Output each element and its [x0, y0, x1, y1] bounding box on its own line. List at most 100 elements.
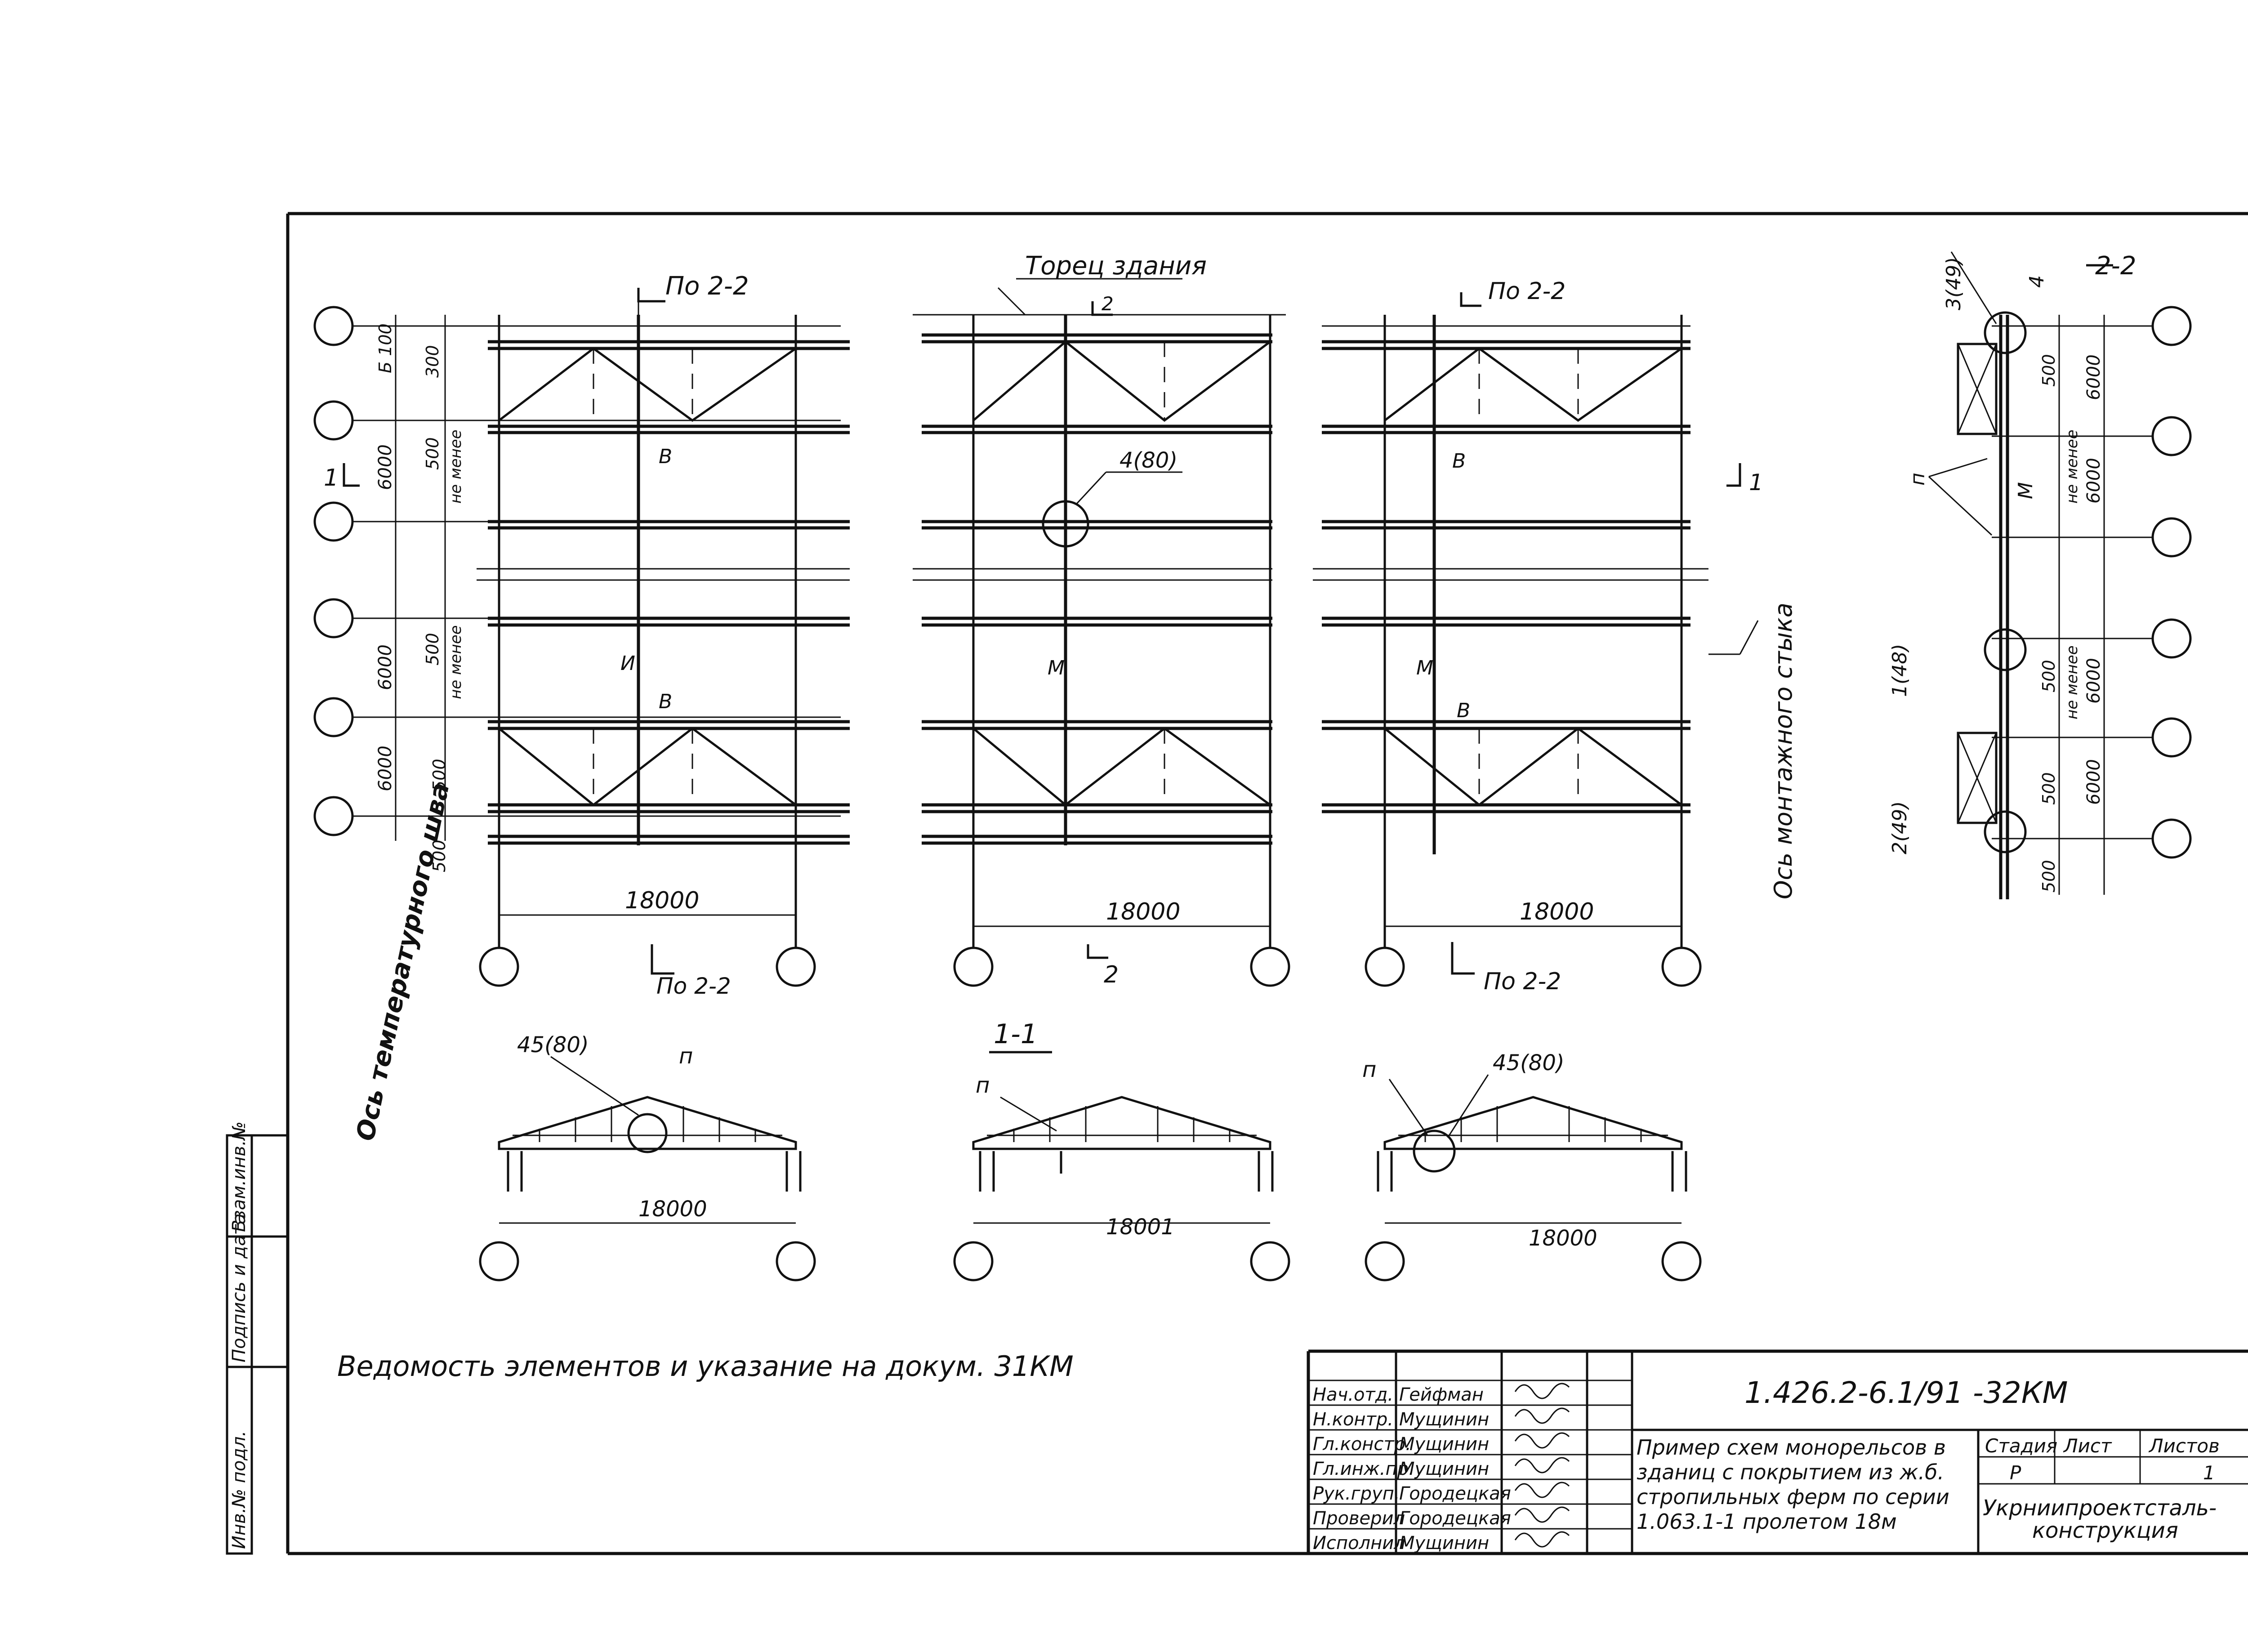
title-block: [1307, 1349, 2248, 1554]
axis-temperature-label: Ось температурного шва: [351, 780, 455, 1143]
plan-3: [1313, 292, 1759, 987]
plan1-dim-3: 6000: [375, 444, 396, 490]
signatures: [1514, 1383, 1570, 1548]
hdr-stage: Стадия: [1985, 1435, 2057, 1457]
doc-code: 1.426.2-6.1/91 -32КМ: [1744, 1375, 2068, 1410]
plan1-dim-11: 500: [429, 839, 449, 872]
elev2-title: 1-1: [994, 1018, 1038, 1050]
plan1-dim-9: 6000: [375, 746, 396, 791]
elev1-callout: 45(80): [517, 1032, 589, 1058]
plan3-beam-b1: В: [1452, 450, 1466, 473]
section22-dim-8: 500: [2039, 772, 2059, 805]
axis-bubble: [2151, 306, 2192, 346]
section22-lbl-6: 2(49): [1888, 801, 1911, 854]
axis-bubble: [953, 947, 994, 987]
strip-text-3: Взам.инв.№: [229, 1121, 250, 1232]
axis-bubble: [479, 947, 519, 987]
org-line-1: Укрниипроектсталь-: [1983, 1496, 2217, 1521]
plan1-dim-1: Б 100: [375, 323, 395, 373]
plan1-section-bottom: По 2-2: [656, 973, 731, 999]
section22-lbl-4: М: [2014, 482, 2037, 499]
axis-bubble: [2151, 618, 2192, 659]
plan1-arrow-label: 1: [324, 464, 339, 491]
section22-dim-1: 500: [2039, 354, 2059, 387]
callout-circle: [1042, 500, 1089, 548]
plan1-dim-4: 500: [423, 437, 442, 470]
elements-note: Ведомость элементов и указание на докум.…: [337, 1350, 1074, 1383]
axis-bubble: [2151, 517, 2192, 558]
elev1-mark: п: [679, 1044, 693, 1069]
section22-dim-2: 6000: [2083, 354, 2104, 400]
role-4: Гл.инж.пр.: [1313, 1459, 1414, 1479]
plan1-beam-i: И: [620, 652, 635, 675]
section22-lbl-3: п: [1906, 473, 1929, 486]
plan2-section-bottom: 2: [1104, 961, 1119, 988]
axis-bubble: [313, 598, 354, 638]
elev1-span: 18000: [638, 1197, 707, 1222]
desc-line-4: 1.063.1-1 пролетом 18м: [1637, 1509, 1897, 1534]
section22-title: 2-2: [2095, 251, 2136, 281]
axis-bubble: [1250, 947, 1290, 987]
plan1-span: 18000: [625, 887, 699, 914]
section22-lbl-1: 3(49): [1942, 257, 1965, 310]
plan1-dim-8: не менее: [447, 625, 465, 699]
name-5: Городецкая: [1399, 1483, 1511, 1504]
section22-dim-9: 6000: [2083, 759, 2104, 805]
section22-dim-7: 6000: [2083, 658, 2104, 704]
plan2-span: 18000: [1106, 898, 1180, 925]
name-2: Мущинин: [1399, 1409, 1489, 1430]
desc-line-3: стропильных ферм по серии: [1637, 1485, 1949, 1509]
name-4: Мущинин: [1399, 1459, 1489, 1479]
plan1-dim-7: 500: [423, 633, 442, 665]
name-7: Мущинин: [1399, 1533, 1489, 1554]
role-3: Гл.констр.: [1313, 1434, 1411, 1455]
elevation-2: [953, 1051, 1290, 1281]
plan3-beam-b2: В: [1457, 699, 1470, 722]
plan-2: [913, 278, 1290, 987]
plan1-dim-5: не менее: [447, 429, 465, 504]
plan3-arrow-label: 1: [1749, 469, 1763, 496]
role-1: Нач.отд.: [1313, 1384, 1393, 1405]
plan-1: [313, 288, 850, 987]
role-6: Проверил: [1313, 1508, 1405, 1529]
name-3: Мущинин: [1399, 1434, 1489, 1455]
desc-line-1: Пример схем монорельсов в: [1637, 1435, 1946, 1460]
plan2-end-label: Торец здания: [1025, 251, 1207, 281]
plan1-dim-2: 300: [423, 345, 442, 378]
sheet-frame: [226, 212, 2248, 1555]
plan2-beam-m: М: [1048, 656, 1065, 679]
role-5: Рук.груп.: [1313, 1483, 1400, 1504]
elev2-mark: п: [976, 1073, 990, 1098]
name-1: Гейфман: [1399, 1384, 1484, 1405]
section22-lbl-2: 4: [2025, 275, 2048, 288]
axis-bubble: [313, 400, 354, 441]
elev3-span: 18000: [1529, 1226, 1597, 1251]
plan1-dim-6: 6000: [375, 644, 396, 690]
role-7: Исполнил: [1313, 1533, 1405, 1554]
section22-dim-4: 6000: [2083, 458, 2104, 504]
axis-bubble: [2151, 818, 2192, 859]
section22-lbl-5: 1(48): [1888, 644, 1911, 697]
section22-dim-3: не менее: [2063, 429, 2081, 504]
section22-dim-5: 500: [2039, 660, 2059, 692]
axis-bubble: [313, 796, 354, 836]
role-2: Н.контр.: [1313, 1409, 1393, 1430]
desc-line-2: зданиц с покрытием из ж.б.: [1637, 1460, 1944, 1484]
plan1-dim-10: 500: [429, 759, 449, 791]
axis-bubble: [313, 697, 354, 737]
plan1-section-top: По 2-2: [665, 272, 749, 301]
plan3-section-bottom: По 2-2: [1484, 968, 1561, 995]
axis-bubble: [313, 306, 354, 346]
plan3-beam-m: М: [1416, 656, 1433, 679]
axis-bubble: [2151, 416, 2192, 456]
strip-text-1: Инв.№ подл.: [229, 1431, 250, 1549]
axis-bubble: [313, 501, 354, 542]
elev3-mark: п: [1362, 1057, 1376, 1082]
hdr-sheet: Лист: [2063, 1435, 2112, 1457]
val-sheets: 1: [2203, 1462, 2215, 1484]
plan3-section-top: По 2-2: [1488, 278, 1566, 305]
hdr-sheets: Листов: [2148, 1435, 2220, 1457]
plan1-beam-b1: В: [659, 445, 672, 468]
plan3-span: 18000: [1520, 898, 1594, 925]
